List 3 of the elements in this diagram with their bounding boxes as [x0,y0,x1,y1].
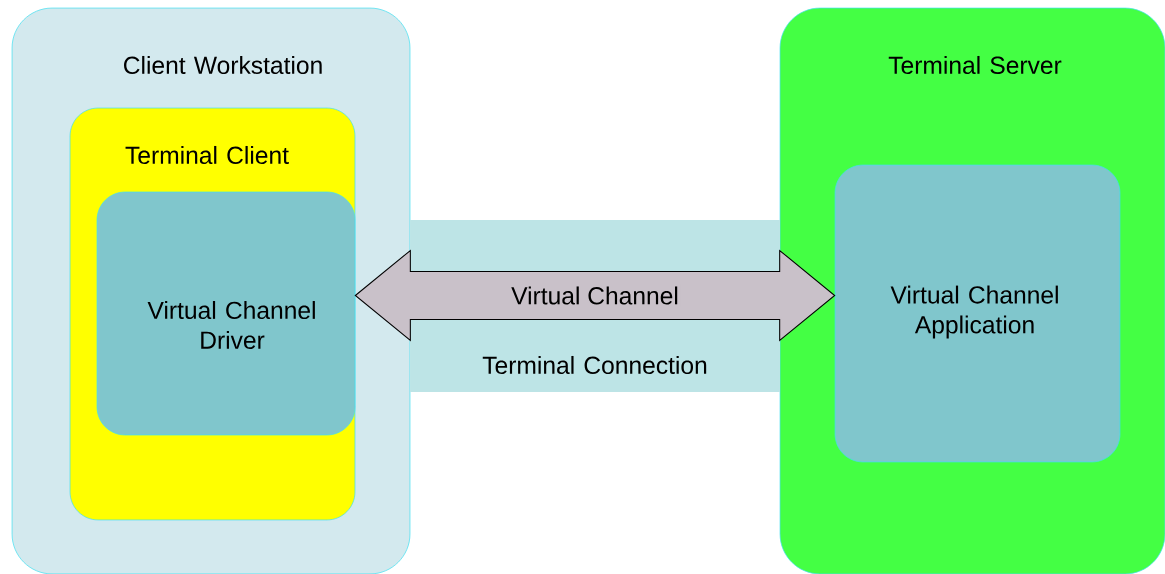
edge-label: Virtual Channel [509,284,681,307]
component-box: Virtual Channel Application [834,164,1121,463]
component-box: Virtual Channel Driver [96,191,356,436]
